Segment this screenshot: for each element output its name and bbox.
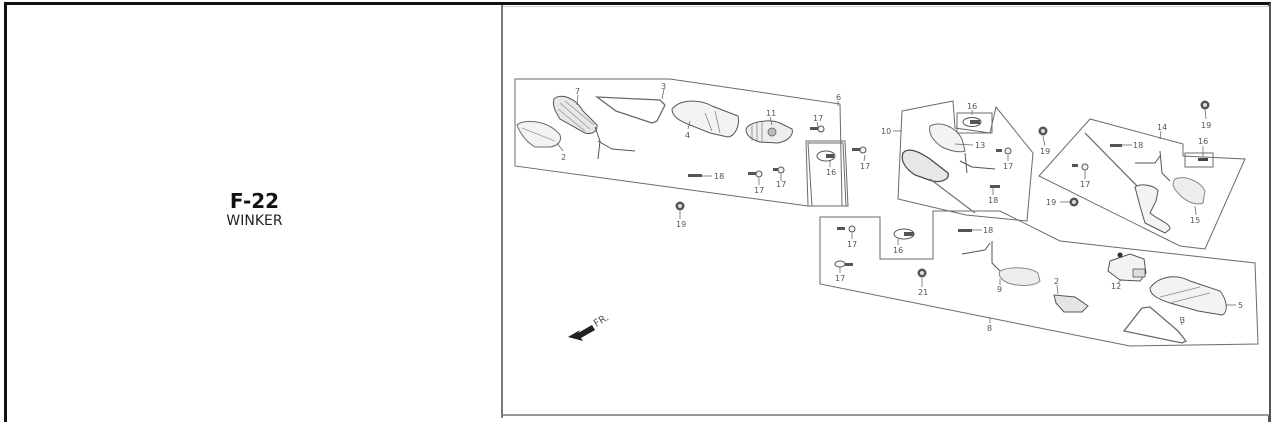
section-info: F-22 WINKER bbox=[7, 5, 502, 418]
callout-18: 18 bbox=[988, 196, 998, 205]
callout-15: 15 bbox=[1190, 216, 1200, 225]
callout-21: 21 bbox=[918, 288, 928, 297]
callout-3: 3 bbox=[1180, 316, 1185, 325]
bulb-16-d bbox=[893, 228, 915, 240]
callout-19: 19 bbox=[1040, 147, 1050, 156]
screw-17-g bbox=[837, 225, 856, 233]
callout-9: 9 bbox=[997, 285, 1002, 294]
parts-diagram-svg: FR. bbox=[514, 78, 1259, 347]
group-8-outline bbox=[819, 210, 1259, 347]
callout-4: 4 bbox=[685, 131, 690, 140]
callout-17: 17 bbox=[754, 186, 764, 195]
callout-2: 2 bbox=[561, 153, 566, 162]
part-13-lens bbox=[929, 123, 966, 153]
callout-labels: 7 3 2 4 11 6 17 17 16 17 17 18 19 10 16 … bbox=[561, 82, 1243, 333]
callout-17: 17 bbox=[847, 240, 857, 249]
callout-16: 16 bbox=[893, 246, 903, 255]
callout-6: 6 bbox=[836, 93, 841, 102]
callout-17: 17 bbox=[776, 180, 786, 189]
callout-19: 19 bbox=[1201, 121, 1211, 130]
front-direction-arrow-icon bbox=[568, 325, 595, 341]
nut-19-a bbox=[675, 201, 685, 211]
section-name: WINKER bbox=[226, 212, 283, 229]
callout-2: 2 bbox=[1054, 277, 1059, 286]
part-14-winker-assy bbox=[1084, 132, 1171, 234]
bulb-16-a bbox=[816, 150, 836, 162]
callout-18: 18 bbox=[983, 226, 993, 235]
callout-11: 11 bbox=[766, 109, 776, 118]
nut-21 bbox=[917, 268, 927, 278]
callout-16: 16 bbox=[1198, 137, 1208, 146]
screw-17-h bbox=[834, 260, 853, 268]
nut-19-d bbox=[1069, 197, 1079, 207]
callout-18: 18 bbox=[714, 172, 724, 181]
callout-19: 19 bbox=[676, 220, 686, 229]
exploded-parts-diagram: FR. bbox=[503, 6, 1269, 416]
bolt-18-d bbox=[958, 229, 972, 232]
front-direction-label: FR. bbox=[592, 312, 611, 329]
callout-12: 12 bbox=[1111, 282, 1121, 291]
part-11-socket bbox=[745, 120, 793, 144]
nut-19-c bbox=[1200, 100, 1210, 110]
callout-17: 17 bbox=[813, 114, 823, 123]
screw-17-a bbox=[810, 125, 825, 133]
callout-17: 17 bbox=[835, 274, 845, 283]
screw-17-d bbox=[773, 166, 785, 174]
bolt-18-a bbox=[688, 174, 702, 177]
callout-5: 5 bbox=[1238, 301, 1243, 310]
bolt-18-c bbox=[1110, 144, 1122, 147]
bulb-16-c bbox=[1184, 152, 1214, 168]
part-7-winker-housing bbox=[552, 95, 636, 160]
group-14-outline bbox=[1038, 118, 1246, 250]
callout-16: 16 bbox=[826, 168, 836, 177]
screw-17-e bbox=[996, 147, 1012, 155]
part-9-winker bbox=[961, 241, 1041, 286]
bulb-16-b bbox=[956, 112, 993, 134]
screw-17-f bbox=[1072, 163, 1089, 171]
callout-17: 17 bbox=[1003, 162, 1013, 171]
part-5-winker-body bbox=[1149, 276, 1227, 316]
callout-7: 7 bbox=[575, 87, 580, 96]
part-12-socket bbox=[1107, 252, 1147, 282]
bolt-18-b bbox=[990, 185, 1000, 188]
callout-13: 13 bbox=[975, 141, 985, 150]
bulb-box-16a bbox=[807, 142, 847, 207]
part-15-lens bbox=[1172, 177, 1206, 205]
part-3-gasket-right bbox=[1122, 306, 1188, 344]
callout-17: 17 bbox=[860, 162, 870, 171]
section-code: F-22 bbox=[229, 188, 280, 213]
nut-19-b bbox=[1038, 126, 1048, 136]
group-10-outline bbox=[897, 100, 1034, 222]
callout-8: 8 bbox=[987, 324, 992, 333]
screw-17-c bbox=[748, 170, 763, 178]
screw-17-b bbox=[852, 146, 867, 154]
part-10-winker-assy bbox=[901, 149, 996, 214]
callout-18: 18 bbox=[1133, 141, 1143, 150]
callout-3: 3 bbox=[661, 82, 666, 91]
part-2-lens-left bbox=[516, 120, 561, 148]
leader-lines bbox=[556, 88, 1236, 326]
part-3-gasket-left bbox=[594, 96, 666, 124]
group-6-outline bbox=[514, 78, 849, 207]
callout-19: 19 bbox=[1046, 198, 1056, 207]
part-2-lens-right bbox=[1053, 294, 1089, 313]
callout-14: 14 bbox=[1157, 123, 1167, 132]
part-4-winker-body bbox=[671, 100, 739, 138]
callout-17: 17 bbox=[1080, 180, 1090, 189]
column-divider bbox=[501, 5, 503, 418]
callout-16: 16 bbox=[967, 102, 977, 111]
callout-10: 10 bbox=[881, 127, 891, 136]
